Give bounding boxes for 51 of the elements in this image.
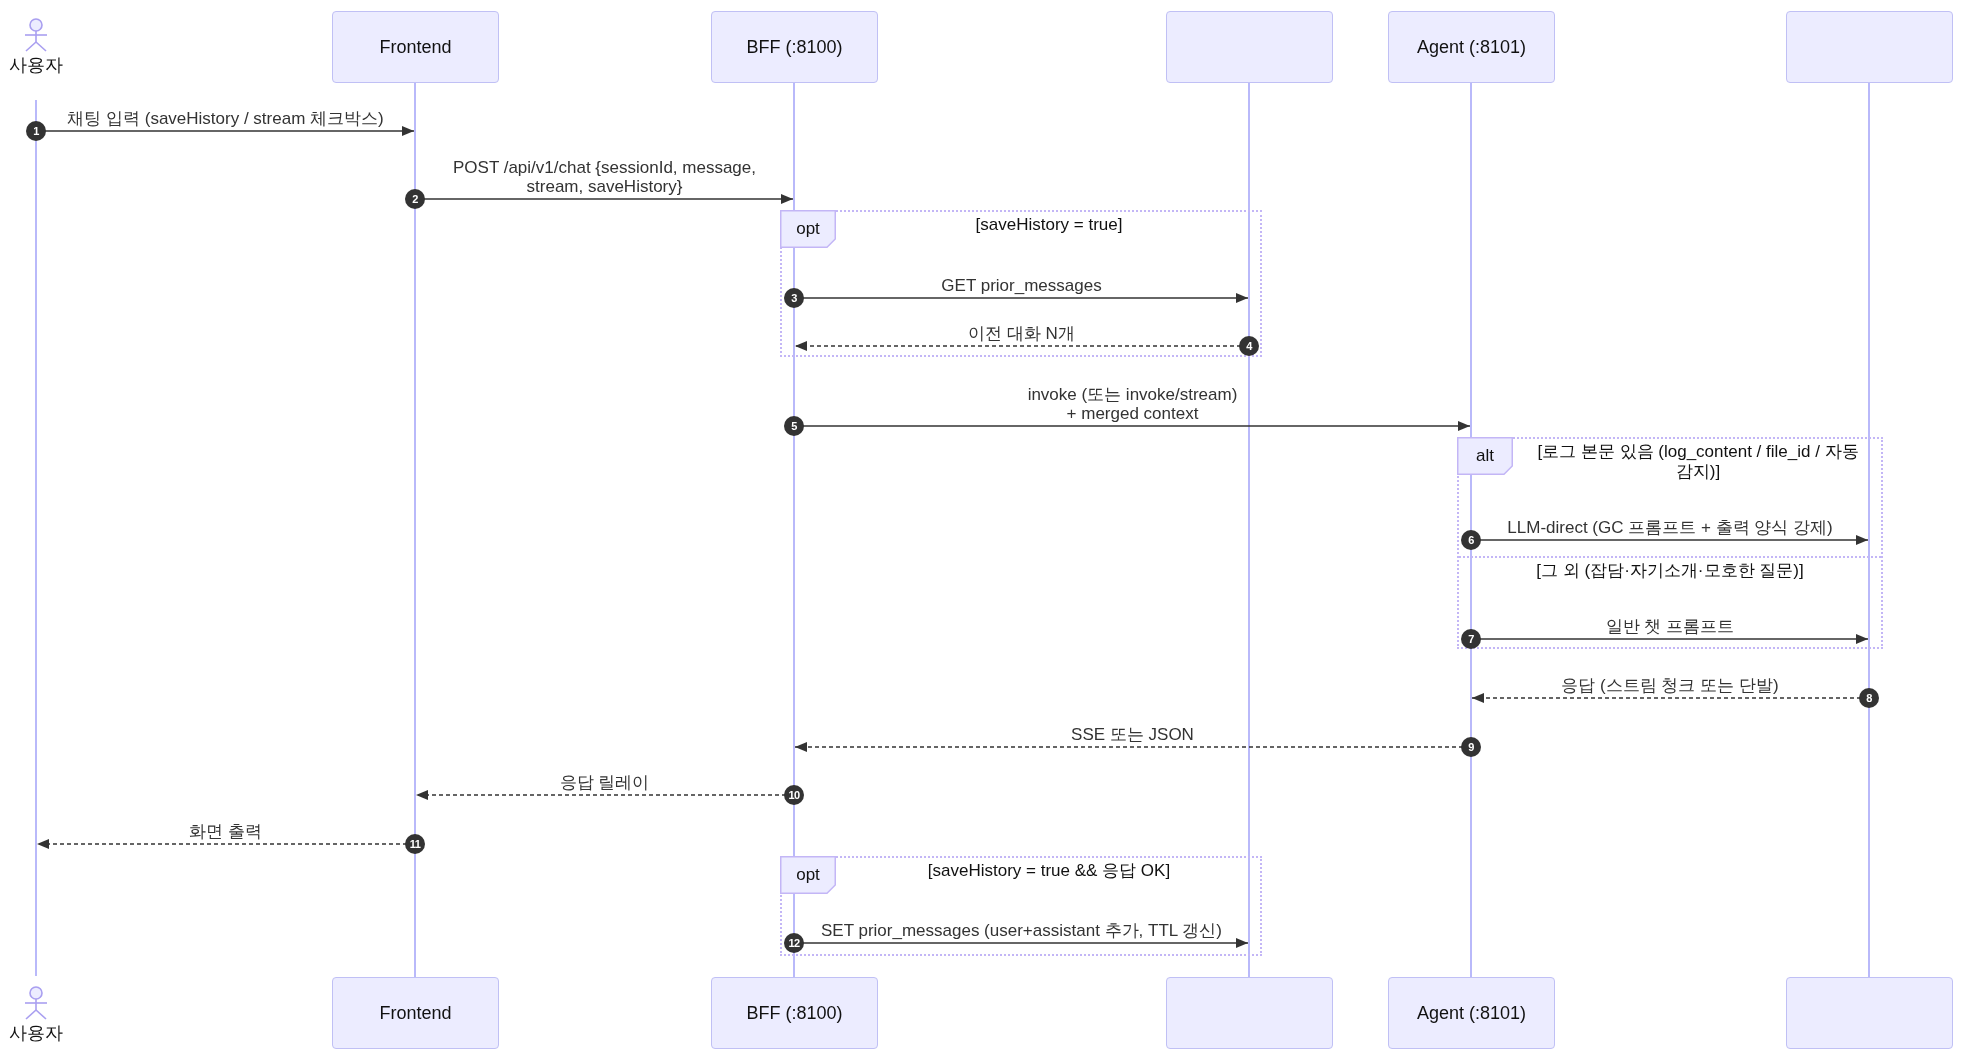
lifeline — [1248, 83, 1250, 977]
participant-box: Agent (:8101) — [1388, 11, 1555, 83]
sequence-number: 1 — [26, 121, 46, 141]
sequence-number: 11 — [405, 834, 425, 854]
message-label: 응답 릴레이 — [559, 773, 650, 792]
message-label: 일반 챗 프롬프트 — [1605, 617, 1735, 636]
participant-box — [1786, 977, 1953, 1049]
operator-tab: opt — [780, 210, 836, 248]
participant-box: Agent (:8101) — [1388, 977, 1555, 1049]
operator-tab: alt — [1457, 437, 1513, 475]
message-label: GET prior_messages — [941, 276, 1102, 295]
participant-box: Frontend — [332, 11, 499, 83]
participant-box: BFF (:8100) — [711, 11, 878, 83]
sequence-number: 9 — [1461, 737, 1481, 757]
participant-box — [1166, 11, 1333, 83]
guard-condition: [그 외 (잡담·자기소개·모호한 질문)] — [1535, 561, 1805, 581]
lifeline — [35, 100, 37, 976]
message-label: 응답 (스트림 청크 또는 단발) — [1561, 676, 1779, 695]
lifeline — [414, 83, 416, 977]
sequence-number: 12 — [784, 933, 804, 953]
message-label: POST /api/v1/chat {sessionId, message, stream, saveHistory} — [452, 158, 757, 196]
message-label: SET prior_messages (user+assistant 추가, TTL 갱신) — [821, 921, 1222, 940]
fragment-frame — [780, 856, 1262, 956]
actor-name: 사용자 — [9, 54, 63, 76]
participant-box — [1166, 977, 1333, 1049]
message-label: 채팅 입력 (saveHistory / stream 체크박스) — [67, 109, 384, 128]
guard-condition: [saveHistory = true && 응답 OK] — [926, 861, 1172, 881]
fragment-frame — [1457, 437, 1883, 649]
message-label: 화면 출력 — [189, 822, 262, 841]
guard-condition: [로그 본문 있음 (log_content / file_id / 자동 감지)] — [1536, 442, 1860, 482]
message-label: LLM-direct (GC 프롬프트 + 출력 양식 강제) — [1507, 518, 1833, 537]
sequence-number: 10 — [784, 785, 804, 805]
participant-box: BFF (:8100) — [711, 977, 878, 1049]
lifeline — [1868, 83, 1870, 977]
guard-condition: [saveHistory = true] — [974, 215, 1124, 235]
sequence-number: 4 — [1239, 336, 1259, 356]
sequence-number: 6 — [1461, 530, 1481, 550]
message-label: invoke (또는 invoke/stream) + merged context — [1026, 385, 1239, 423]
message-label: SSE 또는 JSON — [1071, 725, 1194, 744]
sequence-number: 7 — [1461, 629, 1481, 649]
sequence-number: 2 — [405, 189, 425, 209]
sequence-number: 3 — [784, 288, 804, 308]
lifeline — [1470, 83, 1472, 977]
operator-tab: opt — [780, 856, 836, 894]
sequence-number: 8 — [1859, 688, 1879, 708]
participant-box: Frontend — [332, 977, 499, 1049]
fragment-frame — [780, 210, 1262, 357]
participant-box — [1786, 11, 1953, 83]
sequence-number: 5 — [784, 416, 804, 436]
actor-name: 사용자 — [9, 1022, 63, 1044]
message-label: 이전 대화 N개 — [968, 324, 1075, 343]
